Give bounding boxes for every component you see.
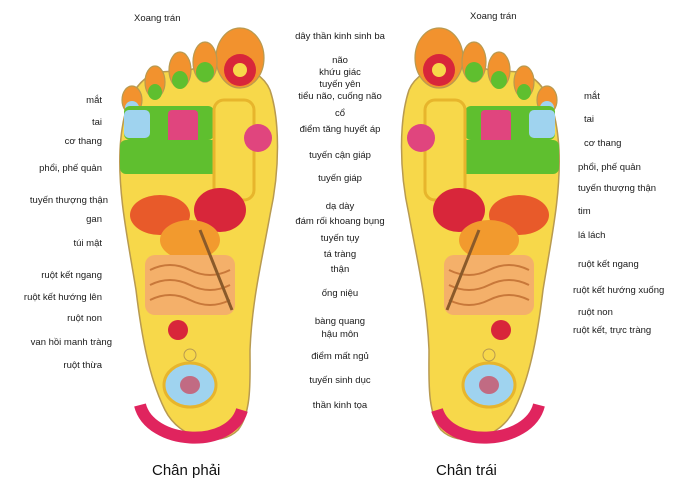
label-phoi-right: phổi, phế quản xyxy=(39,163,102,174)
label-tai-right: tai xyxy=(91,117,102,128)
label-tui-mat: túi mật xyxy=(73,238,102,249)
label-than-kinh-toa: thần kinh tọa xyxy=(312,400,368,411)
label-la-lach: lá lách xyxy=(578,230,606,241)
label-tuyen-sinh-duc: tuyến sinh dục xyxy=(309,375,371,386)
label-dam-roi-khoang-bung: đám rối khoang bụng xyxy=(295,216,385,227)
label-ruot-non-left: ruột non xyxy=(578,307,613,318)
title-right-foot: Chân phải xyxy=(152,462,221,479)
label-tuyen-giap: tuyến giáp xyxy=(318,173,362,184)
label-tim: tim xyxy=(578,206,591,217)
label-ruot-ket-huong-xuong: ruột kết hướng xuống xyxy=(573,285,665,296)
label-co-thang-right: cơ thang xyxy=(64,136,102,147)
label-diem-mat-ngu: điểm mất ngủ xyxy=(311,351,369,362)
label-mat-left: mắt xyxy=(584,91,600,102)
label-diem-tang-huyet-ap: điểm tăng huyết áp xyxy=(299,124,381,135)
label-khuu-giac: khứu giác xyxy=(319,67,361,78)
title-left-foot: Chân trái xyxy=(436,462,497,479)
label-tuyen-yen: tuyến yên xyxy=(319,79,361,90)
label-tuyen-tuy: tuyến tụy xyxy=(320,233,360,244)
label-nao: não xyxy=(332,55,348,66)
label-ruot-ket-truc-trang: ruột kết, trực tràng xyxy=(573,325,652,336)
label-tieu-nao: tiểu não, cuống não xyxy=(298,91,382,102)
label-phoi-left: phổi, phế quản xyxy=(578,162,641,173)
label-tuyen-thuong-than-left: tuyến thượng thận xyxy=(578,183,657,194)
label-tuyen-can-giap: tuyến cận giáp xyxy=(309,150,371,161)
label-tai-left: tai xyxy=(584,114,595,125)
label-co-thang-left: cơ thang xyxy=(584,138,622,149)
label-ruot-thua: ruột thừa xyxy=(63,360,102,371)
label-tuyen-thuong-than-right: tuyến thượng thận xyxy=(29,195,108,206)
label-van-hoi-manh-trang: van hồi manh tràng xyxy=(30,337,112,348)
label-xoang-tran-right: Xoang trán xyxy=(134,13,181,24)
label-ruot-ket-ngang-left: ruột kết ngang xyxy=(578,259,639,270)
label-da-day: dạ dày xyxy=(325,201,355,212)
label-gan: gan xyxy=(86,214,102,225)
label-co: cổ xyxy=(334,108,346,119)
label-bang-quang: bàng quang xyxy=(314,316,366,327)
label-day-than-kinh-sinh-ba: dây thần kinh sinh ba xyxy=(295,31,385,42)
label-ruot-ket-huong-len: ruột kết hướng lên xyxy=(23,292,102,303)
label-xoang-tran-left: Xoang trán xyxy=(470,11,517,22)
label-ruot-ket-ngang-right: ruột kết ngang xyxy=(41,270,102,281)
label-hau-mon: hậu môn xyxy=(321,329,359,340)
label-ruot-non-right: ruột non xyxy=(67,313,102,324)
label-than: thận xyxy=(330,264,350,275)
label-ong-nieu: ống niệu xyxy=(321,288,359,299)
label-ta-trang: tá tràng xyxy=(323,249,357,260)
label-mat-right: mắt xyxy=(86,95,102,106)
